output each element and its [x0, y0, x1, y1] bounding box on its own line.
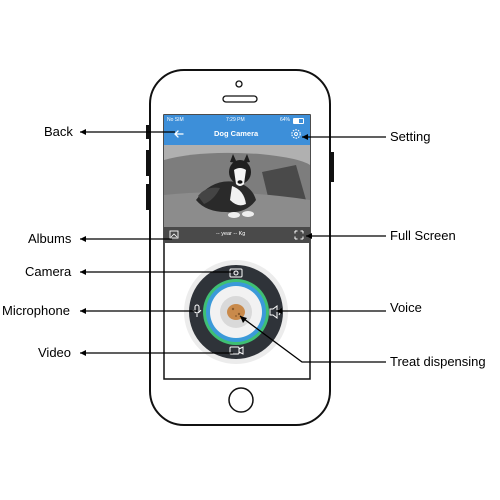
microphone-button[interactable]	[190, 303, 204, 319]
label-setting: Setting	[390, 129, 431, 144]
side-button-power	[330, 152, 334, 182]
status-carrier: No SIM	[167, 117, 184, 123]
setting-button[interactable]	[289, 127, 303, 141]
label-albums: Albums	[28, 231, 72, 246]
status-battery: 64%	[280, 117, 291, 123]
home-button	[228, 387, 254, 413]
label-back: Back	[44, 124, 73, 139]
back-button[interactable]	[170, 127, 186, 141]
callout-lines	[80, 131, 386, 363]
gear-icon	[291, 129, 301, 139]
treat-button[interactable]	[220, 296, 252, 328]
label-camera: Camera	[25, 264, 72, 279]
label-video: Video	[38, 345, 72, 360]
leader-treat	[239, 315, 386, 363]
camera-feed	[164, 145, 310, 227]
callout-arrowheads	[80, 129, 312, 356]
earpiece	[222, 95, 258, 103]
album-icon	[169, 230, 179, 239]
video-button[interactable]	[228, 345, 245, 357]
label-full-screen: Full Screen	[390, 228, 456, 243]
status-time: 7:29 PM	[226, 117, 245, 123]
app-title: Dog Camera	[214, 129, 259, 138]
video-icon	[229, 346, 244, 355]
camera-button[interactable]	[227, 266, 245, 280]
label-microphone: Microphone	[2, 303, 70, 318]
back-arrow-icon	[174, 130, 184, 138]
label-voice: Voice	[390, 300, 422, 315]
fullscreen-icon	[294, 230, 304, 240]
battery-icon	[293, 118, 304, 124]
albums-button[interactable]	[168, 229, 180, 241]
side-button-volume-up	[146, 150, 150, 176]
front-camera	[235, 80, 243, 88]
fullscreen-button[interactable]	[293, 229, 305, 241]
info-bar	[164, 227, 310, 243]
info-readout: -- year -- Kg	[216, 231, 246, 237]
app-header-bg	[164, 115, 310, 145]
label-treat-dispensing: Treat dispensing	[390, 354, 486, 369]
side-button-volume-down	[146, 184, 150, 210]
camera-icon	[229, 268, 243, 278]
voice-button[interactable]	[268, 304, 283, 320]
